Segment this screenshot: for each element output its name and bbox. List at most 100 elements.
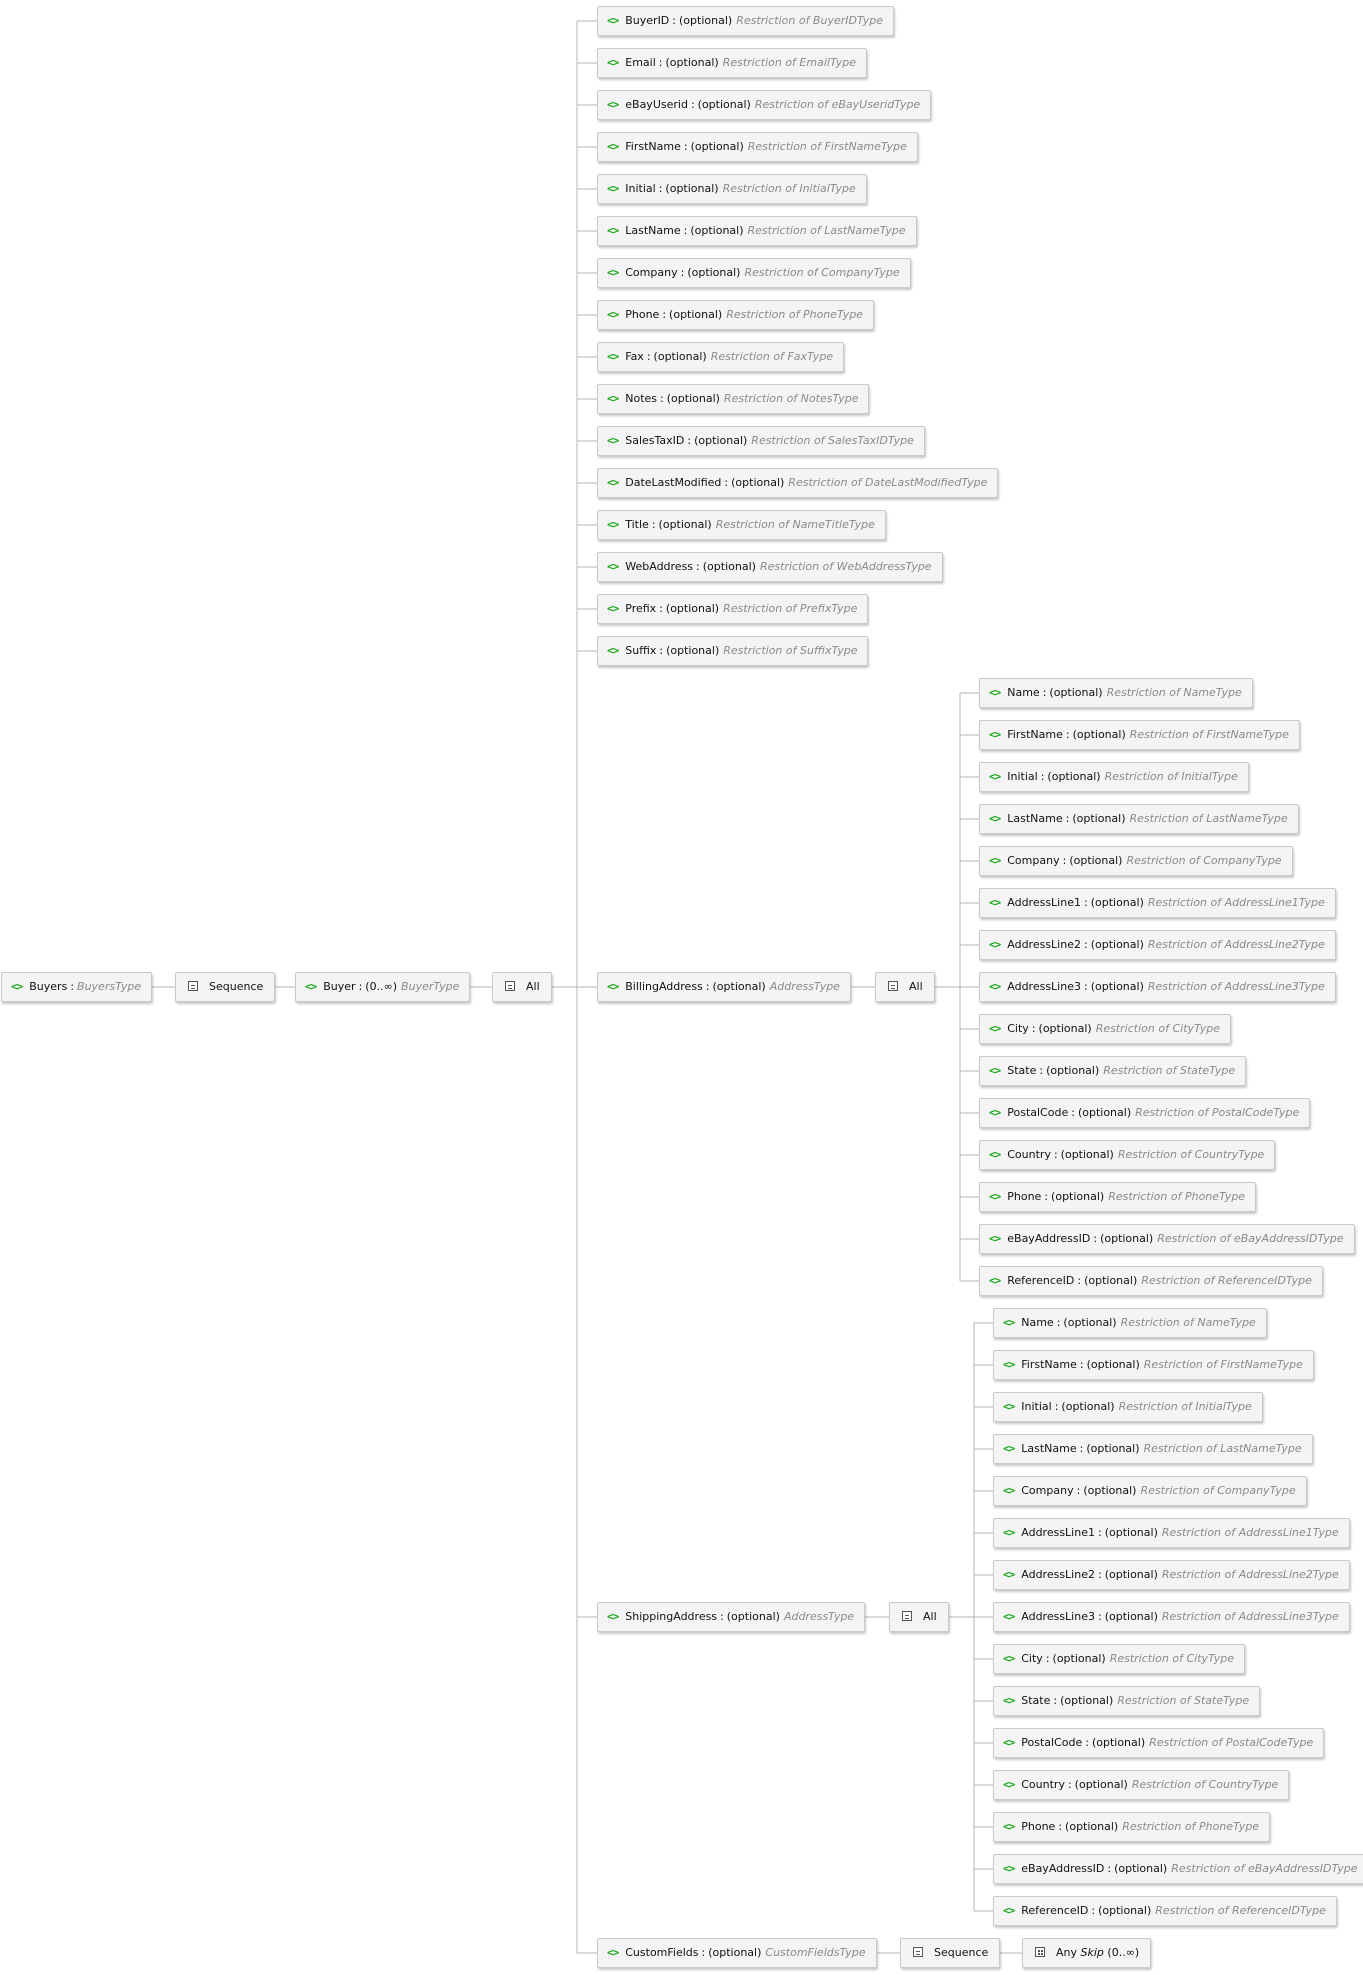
element-icon: <> [607,224,619,237]
buyer-child-buyerid[interactable]: <>BuyerID:(optional)Restriction of Buyer… [597,6,894,36]
billing-child-addressline1[interactable]: <>AddressLine1:(optional)Restriction of … [979,888,1336,918]
shipping-child-lastname[interactable]: <>LastName:(optional)Restriction of Last… [993,1434,1313,1464]
billing-child-addressline2[interactable]: <>AddressLine2:(optional)Restriction of … [979,930,1336,960]
element-icon: <> [607,14,619,27]
billing-child-state[interactable]: <>State:(optional)Restriction of StateTy… [979,1056,1247,1086]
billing-child-referenceid[interactable]: <>ReferenceID:(optional)Restriction of R… [979,1266,1323,1296]
element-icon: <> [1003,1610,1015,1623]
buyer-child-initial[interactable]: <>Initial:(optional)Restriction of Initi… [597,174,867,204]
element-icon: <> [989,1232,1001,1245]
element-icon: <> [607,980,619,993]
buyer-child-firstname[interactable]: <>FirstName:(optional)Restriction of Fir… [597,132,918,162]
buyer-child-prefix[interactable]: <>Prefix:(optional)Restriction of Prefix… [597,594,869,624]
buyer-child-title[interactable]: <>Title:(optional)Restriction of NameTit… [597,510,886,540]
shipping-child-phone[interactable]: <>Phone:(optional)Restriction of PhoneTy… [993,1812,1271,1842]
element-icon: <> [607,434,619,447]
billing-child-phone[interactable]: <>Phone:(optional)Restriction of PhoneTy… [979,1182,1257,1212]
element-icon: <> [989,686,1001,699]
billing-child-lastname[interactable]: <>LastName:(optional)Restriction of Last… [979,804,1299,834]
element-icon: <> [1003,1568,1015,1581]
shipping-child-firstname[interactable]: <>FirstName:(optional)Restriction of Fir… [993,1350,1314,1380]
element-icon: <> [1003,1694,1015,1707]
element-icon: <> [989,854,1001,867]
sequence-icon [913,1947,923,1957]
element-custom-fields[interactable]: <>CustomFields:(optional)CustomFieldsTyp… [597,1938,877,1968]
buyer-child-email[interactable]: <>Email:(optional)Restriction of EmailTy… [597,48,867,78]
element-icon: <> [989,770,1001,783]
element-icon: <> [1003,1484,1015,1497]
element-icon: <> [607,518,619,531]
shipping-child-name[interactable]: <>Name:(optional)Restriction of NameType [993,1308,1267,1338]
element-icon: <> [1003,1652,1015,1665]
compositor-all[interactable]: All [492,972,552,1002]
billing-child-postalcode[interactable]: <>PostalCode:(optional)Restriction of Po… [979,1098,1311,1128]
buyer-child-ebayuserid[interactable]: <>eBayUserid:(optional)Restriction of eB… [597,90,932,120]
element-icon: <> [989,938,1001,951]
any-wildcard-icon [1035,1947,1045,1957]
buyer-child-company[interactable]: <>Company:(optional)Restriction of Compa… [597,258,911,288]
element-icon: <> [305,980,317,993]
element-icon: <> [607,98,619,111]
element-icon: <> [1003,1736,1015,1749]
billing-child-firstname[interactable]: <>FirstName:(optional)Restriction of Fir… [979,720,1300,750]
element-icon: <> [989,1274,1001,1287]
compositor-sequence[interactable]: Sequence [175,972,276,1002]
buyer-child-salestaxid[interactable]: <>SalesTaxID:(optional)Restriction of Sa… [597,426,925,456]
element-icon: <> [607,182,619,195]
element-icon: <> [607,560,619,573]
billing-child-country[interactable]: <>Country:(optional)Restriction of Count… [979,1140,1276,1170]
element-icon: <> [607,308,619,321]
buyer-child-lastname[interactable]: <>LastName:(optional)Restriction of Last… [597,216,917,246]
shipping-child-city[interactable]: <>City:(optional)Restriction of CityType [993,1644,1246,1674]
compositor-shipping-all[interactable]: All [889,1602,949,1632]
element-icon: <> [607,476,619,489]
element-billing-address[interactable]: <>BillingAddress:(optional)AddressType [597,972,851,1002]
element-icon: <> [1003,1904,1015,1917]
shipping-child-addressline2[interactable]: <>AddressLine2:(optional)Restriction of … [993,1560,1350,1590]
element-buyer[interactable]: <>Buyer:(0..∞)BuyerType [295,972,471,1002]
buyer-child-notes[interactable]: <>Notes:(optional)Restriction of NotesTy… [597,384,870,414]
element-icon: <> [989,1106,1001,1119]
shipping-child-state[interactable]: <>State:(optional)Restriction of StateTy… [993,1686,1261,1716]
billing-child-city[interactable]: <>City:(optional)Restriction of CityType [979,1014,1232,1044]
shipping-child-initial[interactable]: <>Initial:(optional)Restriction of Initi… [993,1392,1263,1422]
element-icon: <> [607,392,619,405]
compositor-custom-sequence[interactable]: Sequence [900,1938,1001,1968]
all-icon [505,981,515,991]
shipping-child-addressline1[interactable]: <>AddressLine1:(optional)Restriction of … [993,1518,1350,1548]
buyer-child-datelastmodified[interactable]: <>DateLastModified:(optional)Restriction… [597,468,999,498]
element-shipping-address[interactable]: <>ShippingAddress:(optional)AddressType [597,1602,866,1632]
buyer-child-phone[interactable]: <>Phone:(optional)Restriction of PhoneTy… [597,300,875,330]
buyer-child-fax[interactable]: <>Fax:(optional)Restriction of FaxType [597,342,845,372]
billing-child-initial[interactable]: <>Initial:(optional)Restriction of Initi… [979,762,1249,792]
shipping-child-company[interactable]: <>Company:(optional)Restriction of Compa… [993,1476,1307,1506]
shipping-child-postalcode[interactable]: <>PostalCode:(optional)Restriction of Po… [993,1728,1325,1758]
shipping-child-referenceid[interactable]: <>ReferenceID:(optional)Restriction of R… [993,1896,1337,1926]
compositor-billing-all[interactable]: All [875,972,935,1002]
element-icon: <> [989,1022,1001,1035]
buyer-child-suffix[interactable]: <>Suffix:(optional)Restriction of Suffix… [597,636,869,666]
element-icon: <> [1003,1778,1015,1791]
element-icon: <> [1003,1526,1015,1539]
element-icon: <> [989,980,1001,993]
element-icon: <> [607,602,619,615]
element-icon: <> [607,1610,619,1623]
billing-child-company[interactable]: <>Company:(optional)Restriction of Compa… [979,846,1293,876]
shipping-child-country[interactable]: <>Country:(optional)Restriction of Count… [993,1770,1290,1800]
element-buyers[interactable]: <>Buyers:BuyersType [1,972,153,1002]
buyer-child-webaddress[interactable]: <>WebAddress:(optional)Restriction of We… [597,552,943,582]
element-icon: <> [989,812,1001,825]
billing-child-name[interactable]: <>Name:(optional)Restriction of NameType [979,678,1253,708]
billing-child-ebayaddressid[interactable]: <>eBayAddressID:(optional)Restriction of… [979,1224,1355,1254]
billing-child-addressline3[interactable]: <>AddressLine3:(optional)Restriction of … [979,972,1336,1002]
shipping-child-ebayaddressid[interactable]: <>eBayAddressID:(optional)Restriction of… [993,1854,1363,1884]
element-icon: <> [1003,1316,1015,1329]
element-icon: <> [607,350,619,363]
element-icon: <> [11,980,23,993]
element-icon: <> [607,1946,619,1959]
element-icon: <> [607,644,619,657]
any-wildcard[interactable]: Any Skip (0..∞) [1022,1938,1152,1968]
shipping-child-addressline3[interactable]: <>AddressLine3:(optional)Restriction of … [993,1602,1350,1632]
